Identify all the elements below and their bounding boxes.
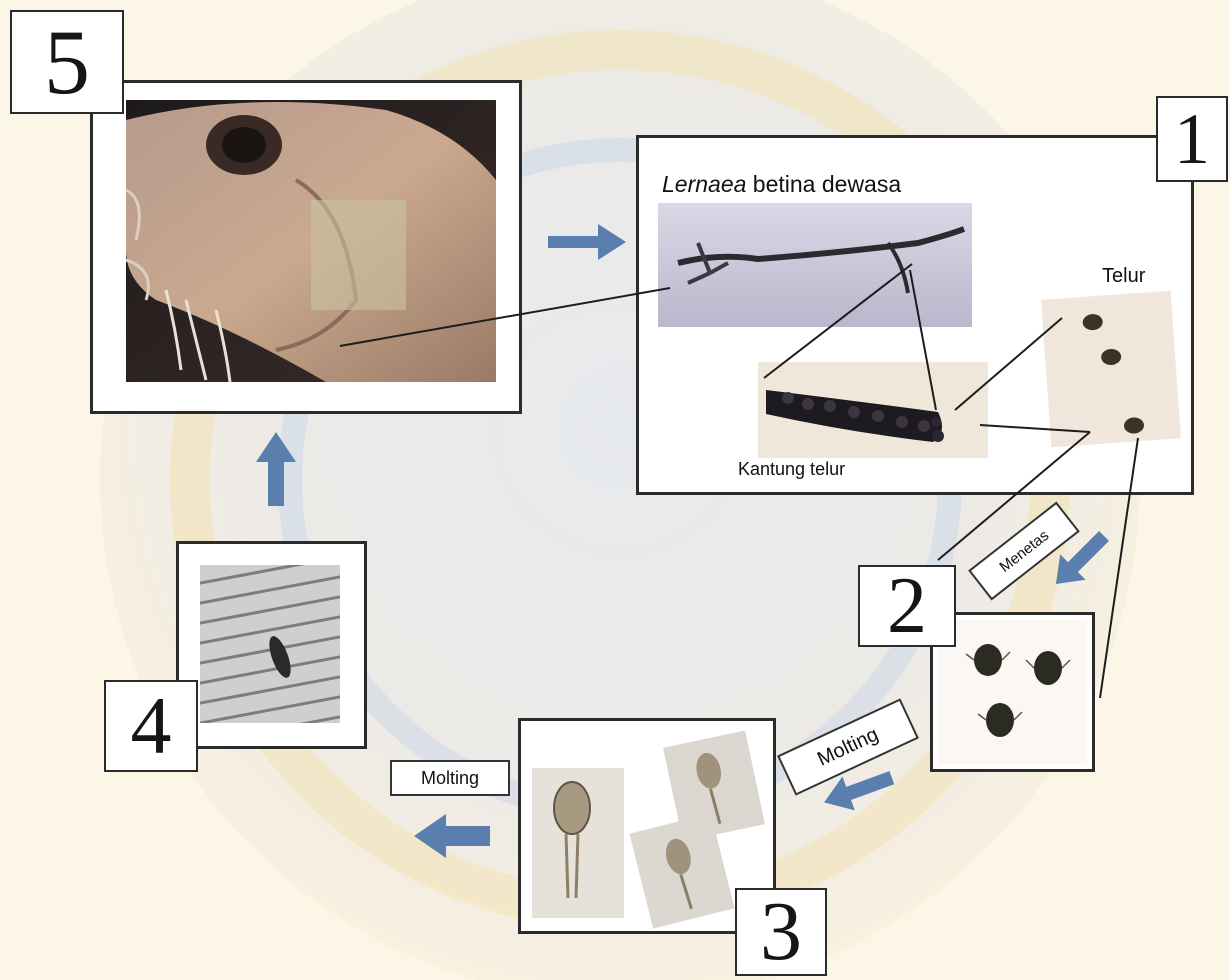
egg-sac-photo	[758, 362, 988, 458]
adult-lernaea-photo	[658, 203, 972, 327]
title-rest: betina dewasa	[746, 171, 901, 197]
stage-1-title: Lernaea betina dewasa	[662, 171, 901, 198]
stage-1-number: 1	[1156, 96, 1228, 182]
egg-sac-label: Kantung telur	[738, 459, 845, 480]
stage-3-number: 3	[735, 888, 827, 976]
egg-label: Telur	[1102, 265, 1145, 288]
eggs-photo	[1041, 291, 1181, 448]
stage-5-fish-photo	[126, 100, 496, 382]
molting-tag-3-4: Molting	[390, 760, 510, 796]
nauplius-photo	[938, 620, 1087, 764]
juvenile-photo	[200, 565, 340, 723]
stage-5-number: 5	[10, 10, 124, 114]
stage-2-number: 2	[858, 565, 956, 647]
stage-4-number: 4	[104, 680, 198, 772]
genus-name: Lernaea	[662, 171, 746, 197]
copepodid-photo-1	[532, 768, 624, 918]
